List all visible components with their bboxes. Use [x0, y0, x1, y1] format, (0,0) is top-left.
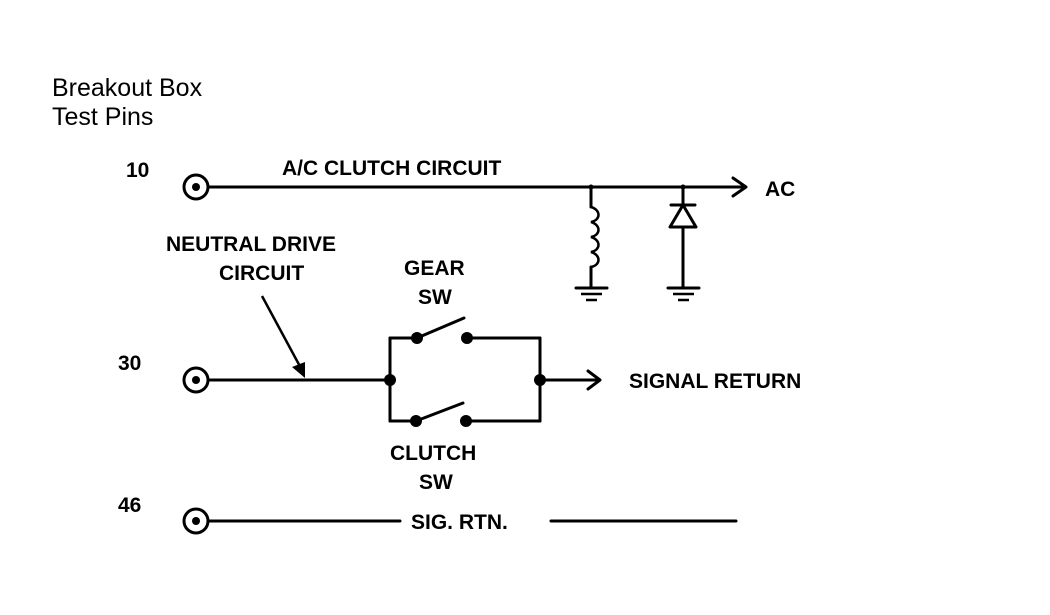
neutral-drive-label-line1: NEUTRAL DRIVE: [166, 233, 336, 256]
leader-arrow-icon: [260, 295, 305, 378]
signal-return-arrow-icon: [586, 369, 602, 391]
clutch-switch-label-line1: CLUTCH: [390, 442, 476, 465]
inductor-coil-icon: [590, 205, 600, 269]
sig-rtn-label: SIG. RTN.: [411, 511, 508, 534]
neutral-drive-label-line2: CIRCUIT: [219, 262, 304, 285]
pin-46-test-pin-icon[interactable]: [182, 507, 210, 535]
diode-icon: [668, 203, 698, 229]
clutch-switch-label-line2: SW: [419, 471, 453, 494]
pin-46-number: 46: [118, 494, 141, 517]
gear-switch-label-line2: SW: [418, 286, 452, 309]
ac-arrow-icon: [731, 176, 748, 198]
gear-switch-icon: [411, 316, 473, 344]
pin-30-number: 30: [118, 352, 141, 375]
pin-10-test-pin-icon[interactable]: [182, 173, 210, 201]
signal-return-label: SIGNAL RETURN: [629, 370, 801, 393]
title-line1: Breakout Box: [52, 74, 203, 102]
pin-30-test-pin-icon[interactable]: [182, 366, 210, 394]
clutch-switch-icon: [410, 401, 472, 427]
pin-10-number: 10: [126, 159, 149, 182]
gear-switch-label-line1: GEAR: [404, 257, 465, 280]
title-line2: Test Pins: [52, 103, 153, 131]
diode-ground-icon: [666, 286, 701, 302]
ac-destination-label: AC: [765, 178, 795, 201]
ac-clutch-circuit-label: A/C CLUTCH CIRCUIT: [282, 157, 501, 180]
coil-ground-icon: [574, 286, 609, 302]
